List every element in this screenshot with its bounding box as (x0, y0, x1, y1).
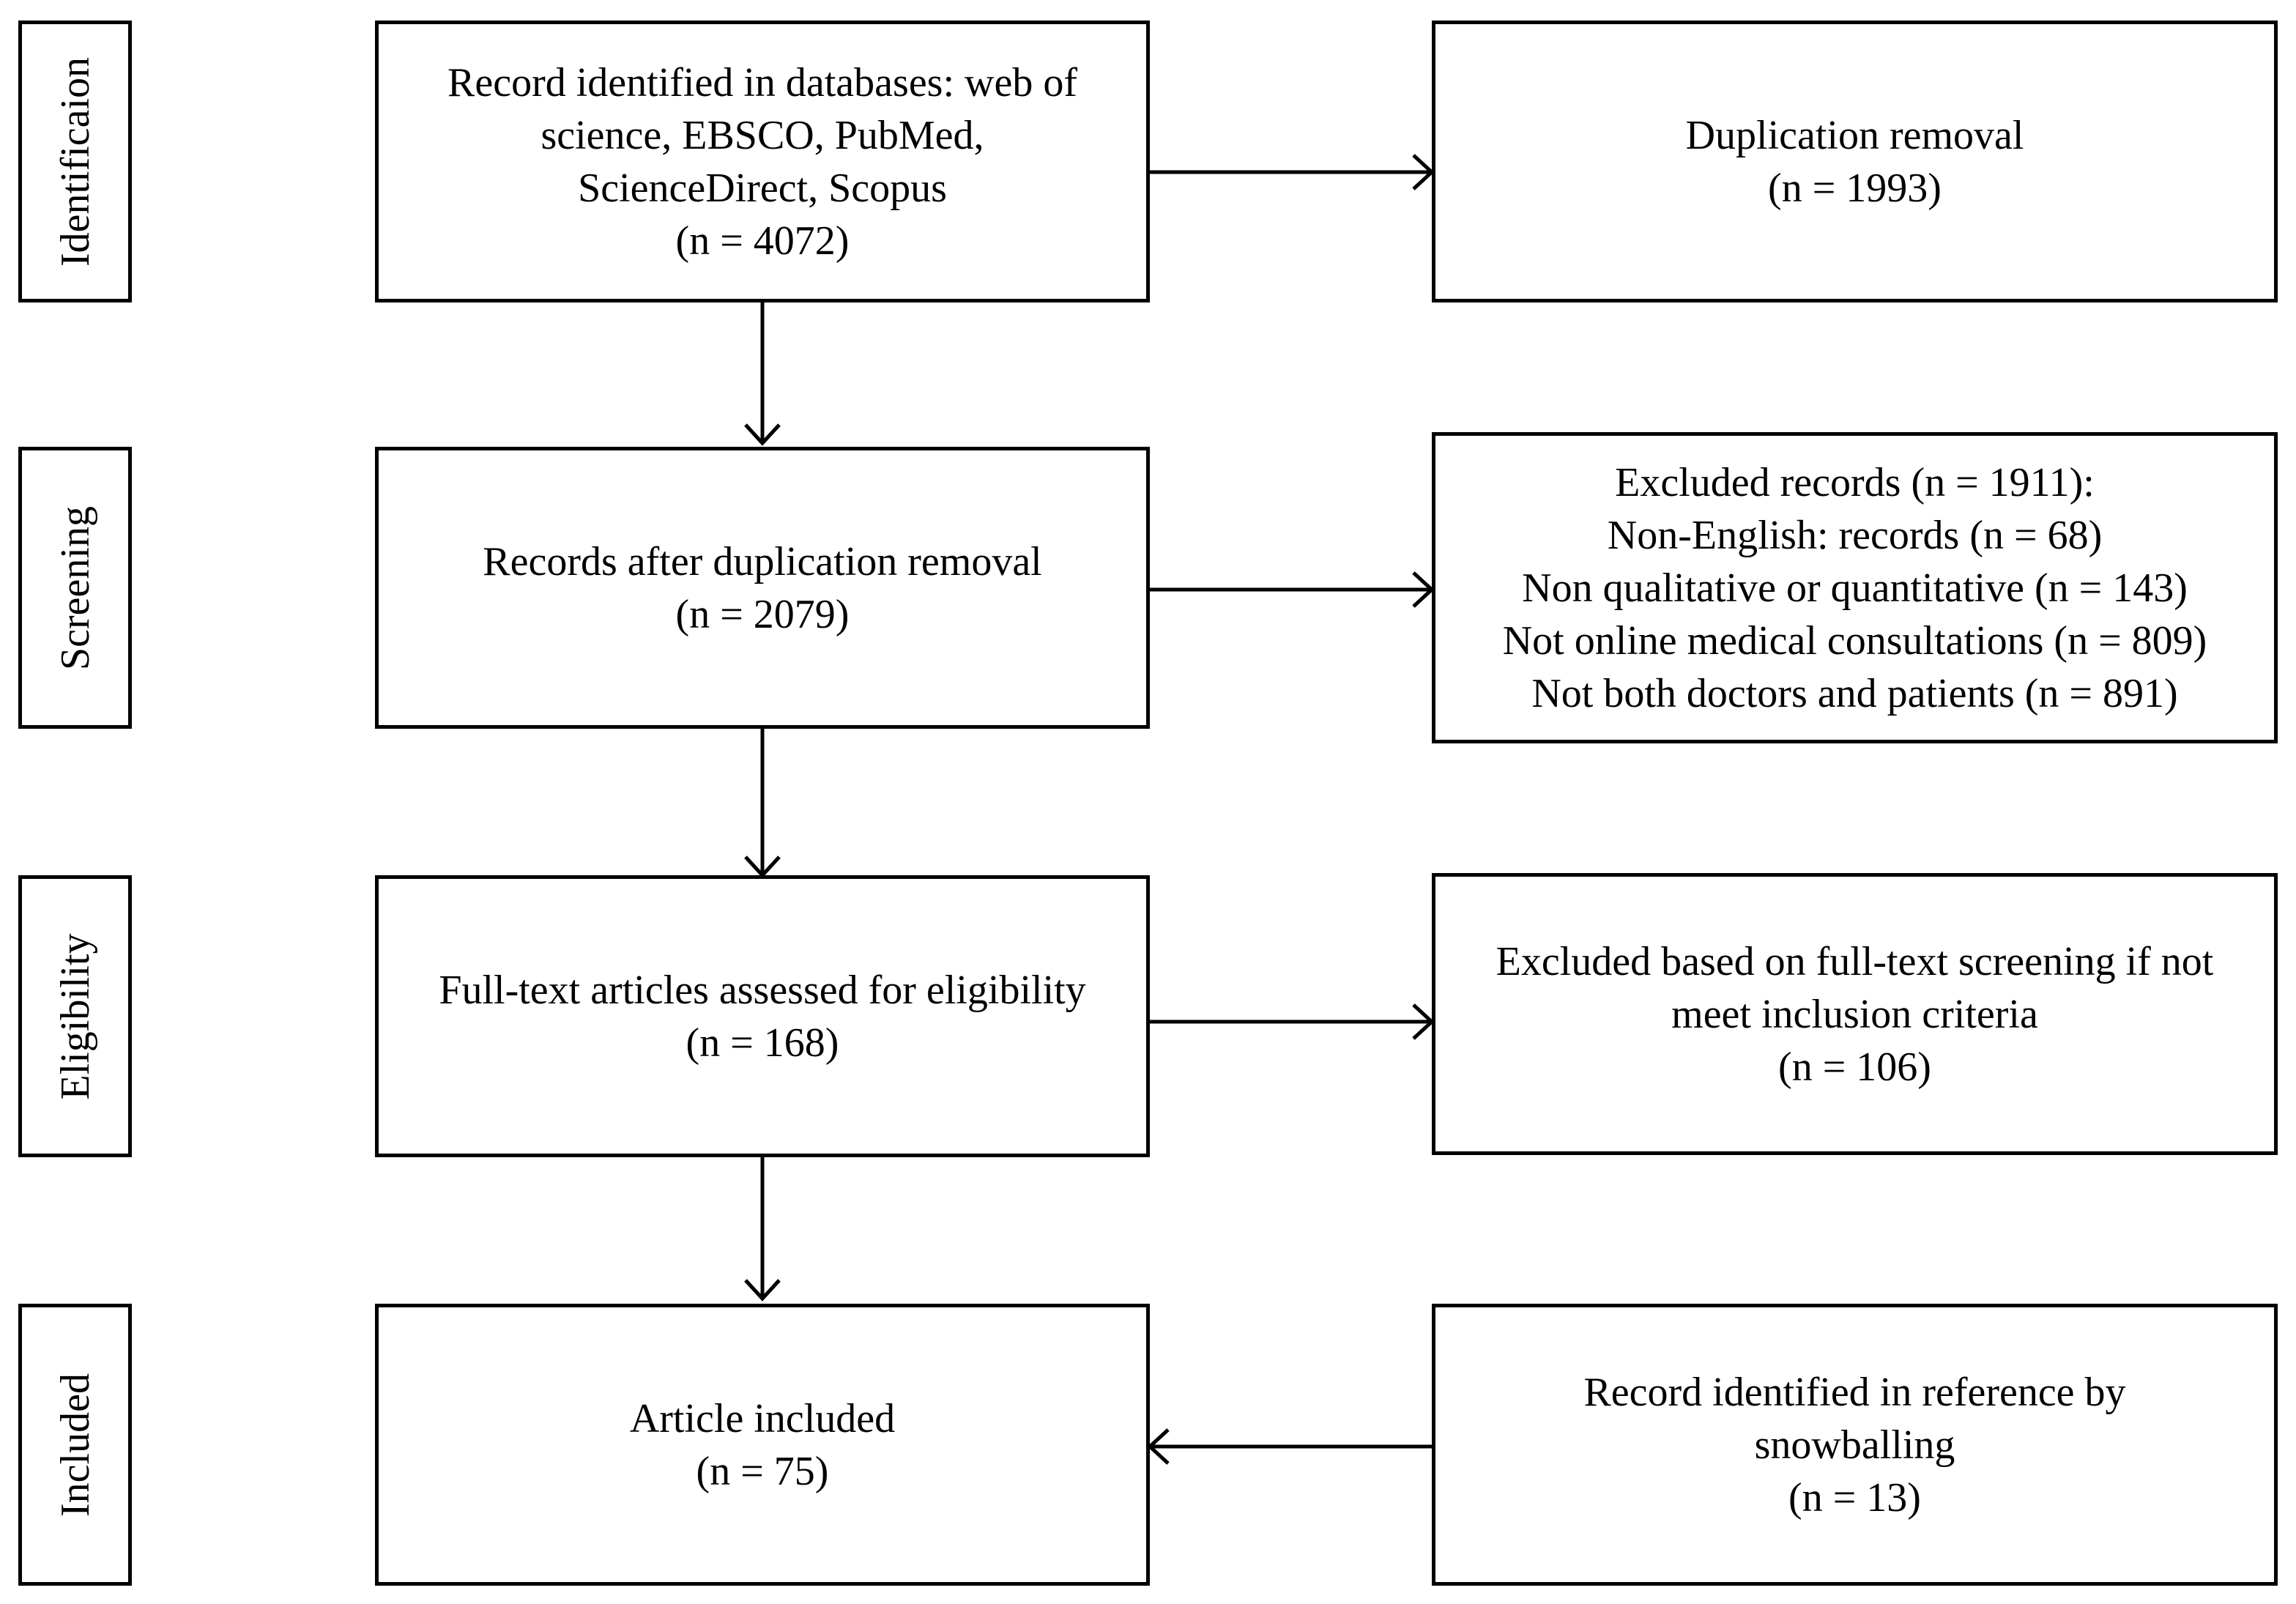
stage-eligibility: Eligibility (18, 875, 132, 1157)
stage-screening-label: Screening (52, 505, 98, 670)
records-after-dedup-count: (n = 2079) (675, 591, 850, 637)
duplication-removal-label: Duplication removal (1685, 112, 2024, 158)
records-identified-box: Record identified in databases: web of s… (375, 21, 1150, 302)
snowballing-line-1: Record identified in reference by (1583, 1369, 2126, 1415)
arrow-to-excluded-fulltext (1148, 1003, 1435, 1040)
arrow-snowballing-to-included (1147, 1428, 1432, 1465)
arrow-eligibility-to-included (744, 1157, 781, 1302)
duplication-removal-count: (n = 1993) (1768, 165, 1942, 211)
fulltext-assessed-label: Full-text articles assessed for eligibil… (439, 967, 1086, 1013)
excluded-fulltext-line-2: meet inclusion criteria (1671, 991, 2038, 1037)
stage-screening: Screening (18, 447, 132, 729)
snowballing-count: (n = 13) (1788, 1474, 1921, 1521)
records-identified-line-2: science, EBSCO, PubMed, (540, 112, 984, 158)
stage-eligibility-label: Eligibility (52, 932, 98, 1100)
excluded-records-line-1: Excluded records (n = 1911): (1615, 459, 2095, 505)
records-after-dedup-label: Records after duplication removal (483, 538, 1042, 584)
fulltext-assessed-box: Full-text articles assessed for eligibil… (375, 875, 1150, 1157)
arrow-identified-to-screening (744, 302, 781, 446)
stage-identification: Identificaion (18, 21, 132, 302)
records-identified-count: (n = 4072) (675, 218, 850, 264)
records-identified-line-3: ScienceDirect, Scopus (578, 165, 947, 211)
duplication-removal-box: Duplication removal (n = 1993) (1432, 21, 2278, 302)
excluded-records-line-5: Not both doctors and patients (n = 891) (1531, 670, 2178, 716)
article-included-label: Article included (629, 1395, 896, 1441)
excluded-fulltext-box: Excluded based on full-text screening if… (1432, 873, 2278, 1155)
excluded-records-box: Excluded records (n = 1911): Non-English… (1432, 432, 2278, 743)
snowballing-box: Record identified in reference by snowba… (1432, 1304, 2278, 1586)
records-after-dedup-box: Records after duplication removal (n = 2… (375, 447, 1150, 729)
stage-identification-label: Identificaion (52, 56, 98, 267)
article-included-count: (n = 75) (696, 1448, 829, 1494)
arrow-screening-to-eligibility (744, 729, 781, 878)
arrow-to-excluded-records (1148, 571, 1435, 608)
arrow-to-duplication-removal (1148, 154, 1435, 190)
excluded-records-line-4: Not online medical consultations (n = 80… (1502, 617, 2207, 664)
fulltext-assessed-count: (n = 168) (686, 1020, 839, 1066)
stage-included: Included (18, 1304, 132, 1586)
article-included-box: Article included (n = 75) (375, 1304, 1150, 1586)
excluded-fulltext-line-1: Excluded based on full-text screening if… (1496, 938, 2214, 984)
stage-included-label: Included (52, 1373, 98, 1517)
snowballing-line-2: snowballing (1754, 1422, 1955, 1468)
excluded-records-line-2: Non-English: records (n = 68) (1607, 512, 2103, 558)
excluded-fulltext-count: (n = 106) (1778, 1044, 1931, 1090)
excluded-records-line-3: Non qualitative or quantitative (n = 143… (1522, 565, 2188, 611)
records-identified-line-1: Record identified in databases: web of (447, 59, 1077, 105)
